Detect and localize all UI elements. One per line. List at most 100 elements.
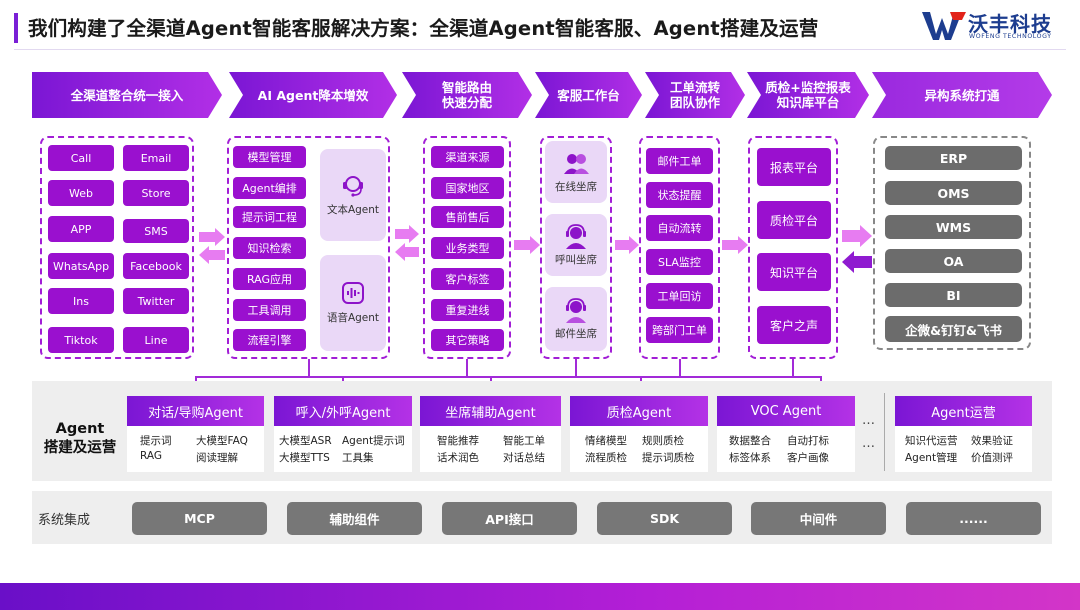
online-agent-label: 在线坐席 (555, 181, 597, 193)
text-agent-label: 文本Agent (326, 204, 380, 216)
agent-feature: 价值测评 (971, 452, 1013, 464)
channel-email: Email (123, 145, 189, 171)
platform-voice-of-customer: 客户之声 (757, 306, 831, 344)
capability-rag: RAG应用 (233, 268, 306, 290)
agent-card-quality: 质检Agent 情绪模型 规则质检 流程质检 提示词质检 (570, 396, 708, 472)
channel-twitter: Twitter (123, 288, 189, 314)
routing-repeat-contact: 重复进线 (431, 299, 504, 321)
integration-middleware: 中间件 (751, 502, 886, 535)
channel-web: Web (48, 180, 114, 206)
agent-feature: 大模型TTS (279, 452, 330, 464)
stage-label: 质检+监控报表 知识库平台 (765, 80, 851, 110)
connector-rise (792, 359, 794, 377)
channel-ins: Ins (48, 288, 114, 314)
channel-facebook: Facebook (123, 253, 189, 279)
headset-icon (343, 176, 363, 197)
capability-agent-orchestration: Agent编排 (233, 177, 306, 199)
stage-routing: 智能路由 快速分配 (402, 72, 532, 118)
agent-feature: 阅读理解 (196, 452, 238, 464)
agent-card-title: 呼入/外呼Agent (274, 396, 412, 426)
system-oa: OA (885, 249, 1022, 273)
agent-feature: 客户画像 (787, 452, 829, 464)
agent-feature: 大模型FAQ (196, 435, 248, 447)
agent-card-title: Agent运营 (895, 396, 1032, 426)
agent-feature: 数据整合 (729, 435, 771, 447)
agent-card-title: 对话/导购Agent (127, 396, 264, 426)
title-accent-bar (14, 13, 18, 43)
agent-feature: 情绪模型 (585, 435, 627, 447)
connector-horizontal (195, 376, 822, 378)
stage-workbench: 客服工作台 (535, 72, 642, 118)
platform-quality: 质检平台 (757, 201, 831, 239)
agent-card-ops: Agent运营 知识代运营 效果验证 Agent管理 价值测评 (895, 396, 1032, 472)
ticket-email: 邮件工单 (646, 148, 713, 174)
routing-customer-tag: 客户标签 (431, 268, 504, 290)
routing-pre-post-sale: 售前售后 (431, 206, 504, 228)
system-oms: OMS (885, 181, 1022, 205)
logo-name: 沃丰科技 (968, 12, 1052, 36)
agent-feature: 效果验证 (971, 435, 1013, 447)
channel-line: Line (123, 327, 189, 353)
connector-rise (308, 359, 310, 377)
integration-helper-components: 辅助组件 (287, 502, 422, 535)
agent-feature: 工具集 (342, 452, 374, 464)
agent-feature: 大模型ASR (279, 435, 332, 447)
voice-agent-label: 语音Agent (326, 312, 380, 324)
agent-feature: 智能推荐 (437, 435, 479, 447)
call-agent-card: 呼叫坐席 (545, 214, 607, 276)
connector-rise (575, 359, 577, 377)
capability-knowledge-retrieval: 知识检索 (233, 237, 306, 259)
logo-subtitle: WOFENG TECHNOLOGY (969, 33, 1052, 40)
agent-build-title: Agent 搭建及运营 (43, 421, 117, 456)
ticket-cross-department: 跨部门工单 (646, 317, 713, 343)
stage-systems: 异构系统打通 (872, 72, 1052, 118)
routing-channel-source: 渠道来源 (431, 146, 504, 168)
agent-feature: 知识代运营 (905, 435, 958, 447)
mail-agent-card: 邮件坐席 (545, 287, 607, 351)
voice-wave-icon (342, 282, 364, 304)
capability-flow-engine: 流程引擎 (233, 329, 306, 351)
header-divider (14, 49, 1066, 50)
channel-whatsapp: WhatsApp (48, 253, 114, 279)
agent-card-voc: VOC Agent 数据整合 自动打标 标签体系 客户画像 (717, 396, 855, 472)
agent-feature: 对话总结 (503, 452, 545, 464)
channel-call: Call (48, 145, 114, 171)
connector-rise (679, 359, 681, 377)
system-im-suite: 企微&钉钉&飞书 (885, 316, 1022, 342)
stage-label: 智能路由 快速分配 (441, 80, 492, 110)
integration-mcp: MCP (132, 502, 267, 535)
ops-separator (884, 393, 885, 471)
capability-model-management: 模型管理 (233, 146, 306, 168)
stage-label: 工单流转 团队协作 (669, 80, 720, 110)
agent-feature: 自动打标 (787, 435, 829, 447)
online-agents-icon (564, 154, 589, 174)
routing-group (423, 136, 511, 359)
agent-feature: 提示词 (140, 435, 172, 447)
call-agent-label: 呼叫坐席 (555, 254, 597, 266)
routing-region: 国家地区 (431, 177, 504, 199)
footer-gradient-bar (0, 583, 1080, 610)
agent-feature: Agent提示词 (342, 435, 405, 447)
stage-label: 全渠道整合统一接入 (70, 87, 184, 103)
workbench-group (540, 136, 612, 359)
system-bi: BI (885, 283, 1022, 307)
ticket-auto-flow: 自动流转 (646, 215, 713, 241)
mail-agent-label: 邮件坐席 (555, 328, 597, 340)
text-agent-card: 文本Agent (320, 149, 386, 241)
channel-app: APP (48, 216, 114, 242)
more-agents-ellipsis: … (862, 413, 876, 428)
system-wms: WMS (885, 215, 1022, 239)
agent-feature: 智能工单 (503, 435, 545, 447)
agent-feature: RAG (140, 450, 163, 462)
stage-label: 异构系统打通 (924, 87, 1000, 103)
agent-feature: 规则质检 (642, 435, 684, 447)
connector-rise (466, 359, 468, 377)
agent-feature: 话术润色 (437, 452, 479, 464)
right-arrow-icon (615, 236, 639, 254)
stage-ai-agent: AI Agent降本增效 (229, 72, 397, 118)
system-group (873, 136, 1031, 350)
right-arrow-icon (514, 236, 540, 254)
right-arrow-icon (722, 236, 748, 254)
stage-channel-access: 全渠道整合统一接入 (32, 72, 222, 118)
more-agents-ellipsis: … (862, 436, 876, 451)
